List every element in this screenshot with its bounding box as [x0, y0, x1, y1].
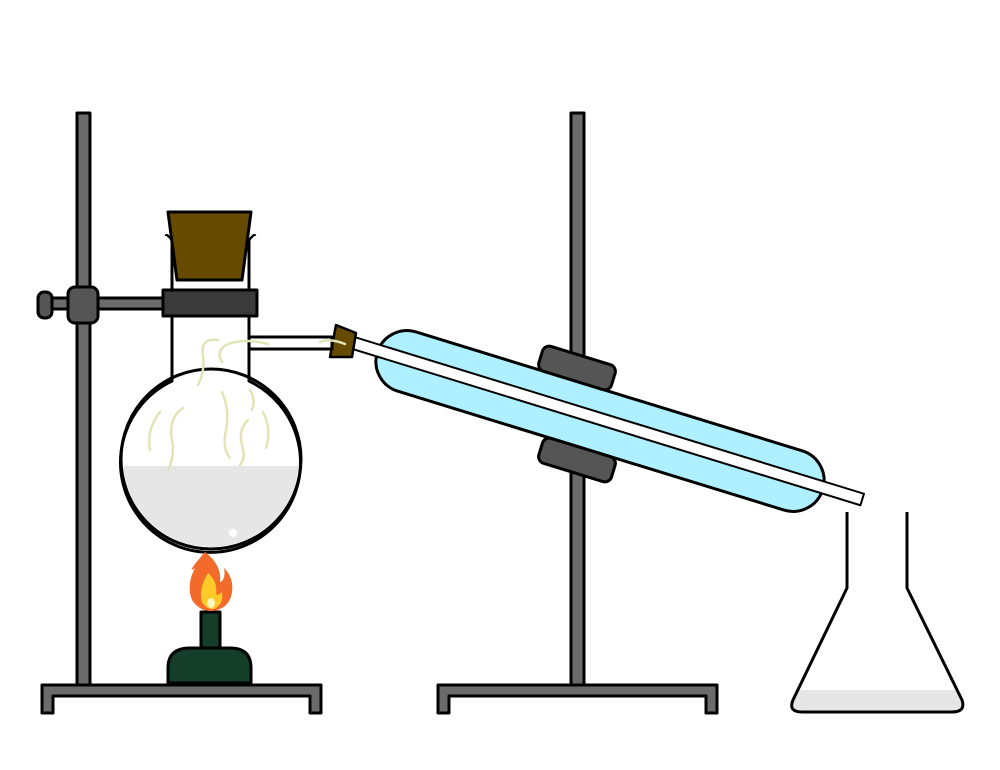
round-bottom-flask	[119, 233, 303, 554]
erlenmeyer-flask	[790, 512, 965, 714]
side-arm	[249, 335, 334, 351]
flask-stopper	[166, 210, 253, 282]
condenser-clamp	[537, 344, 617, 484]
flame-icon	[189, 552, 233, 612]
bunsen-burner	[166, 610, 253, 685]
vapor	[147, 338, 347, 472]
clamp	[36, 285, 259, 325]
left-stand	[40, 111, 323, 715]
